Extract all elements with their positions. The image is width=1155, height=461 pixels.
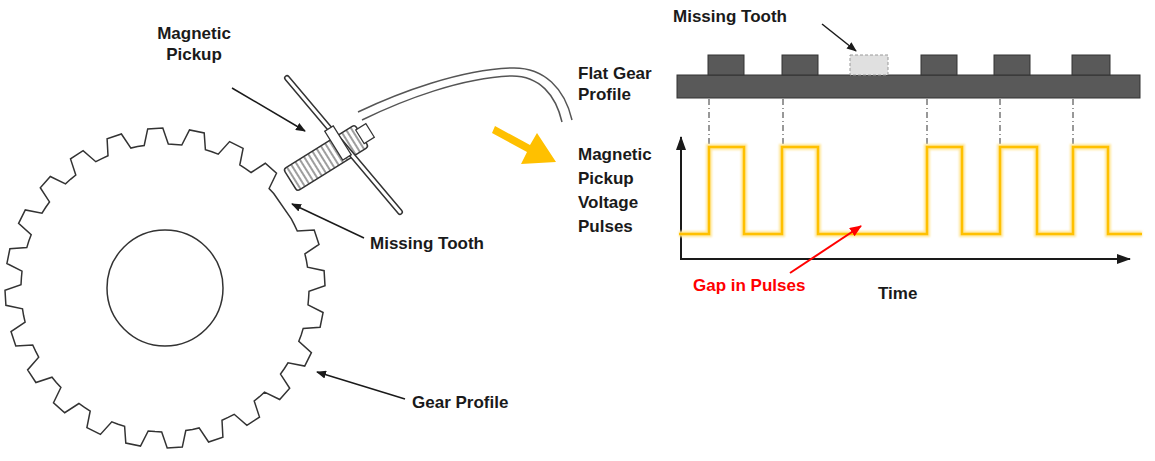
flat-gear-base: [677, 75, 1140, 98]
leader-line: [232, 88, 305, 131]
y-axis: [680, 137, 682, 260]
annotation-label: Gap in Pulses: [693, 275, 833, 296]
axis-label: Time: [878, 283, 938, 304]
part-label: Missing Tooth: [370, 233, 510, 254]
flat-gear-teeth: [708, 55, 1110, 75]
leader-line: [317, 372, 405, 399]
mounting-plate: [287, 78, 400, 212]
part-label: Magnetic Pickup: [148, 23, 240, 65]
magnetic-pickup: [283, 119, 376, 191]
pulse-glow: [679, 147, 1142, 234]
x-axis: [681, 258, 1130, 260]
transform-arrow: [492, 126, 556, 164]
pulse-waveform: [679, 147, 1142, 234]
axis-label: Magnetic Pickup Voltage Pulses: [578, 143, 670, 239]
mounting-plate: [287, 78, 400, 212]
leader-line: [822, 24, 856, 51]
alignment-lines: [709, 99, 1073, 146]
part-label: Missing Tooth: [673, 6, 823, 27]
leader-line: [292, 204, 364, 238]
gear-outline: [5, 128, 325, 448]
part-label: Gear Profile: [412, 392, 542, 413]
pickup-cable: [358, 68, 572, 120]
gear-bore: [107, 230, 223, 346]
axis-label: Flat Gear Profile: [578, 63, 674, 105]
gap-arrow: [790, 226, 861, 273]
lock-nut: [325, 126, 351, 160]
pickup-cable: [362, 76, 562, 122]
missing-tooth-outline: [850, 55, 888, 75]
